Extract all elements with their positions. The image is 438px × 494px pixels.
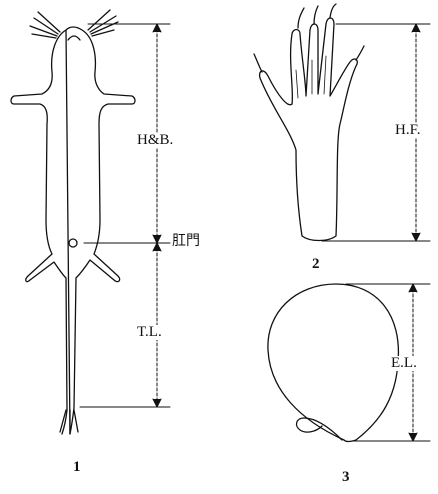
tail-length-label: T.L. <box>137 325 162 340</box>
fig3-measure-lines <box>346 284 430 441</box>
hind-foot-length-label: H.F. <box>395 123 420 138</box>
head-body-length-label: H&B. <box>137 133 173 148</box>
mouse-body-drawing <box>11 10 135 434</box>
figure-1-number: 1 <box>73 460 81 475</box>
ear-notch <box>297 418 342 440</box>
figure-3-number: 3 <box>342 470 350 485</box>
hind-foot-drawing <box>254 4 364 241</box>
anus-mark <box>69 239 77 247</box>
ear-drawing <box>268 284 399 442</box>
figure-2-number: 2 <box>312 257 320 272</box>
eye-mark <box>68 36 80 40</box>
ear-outline <box>268 284 399 442</box>
body-outline <box>11 27 135 434</box>
left-whiskers <box>30 12 60 38</box>
ear-length-label: E.L. <box>391 356 417 371</box>
fig1-measure-lines <box>80 24 170 407</box>
anus-label: 肛門 <box>172 235 200 249</box>
foot-outline <box>260 18 358 241</box>
right-whiskers <box>88 10 118 36</box>
